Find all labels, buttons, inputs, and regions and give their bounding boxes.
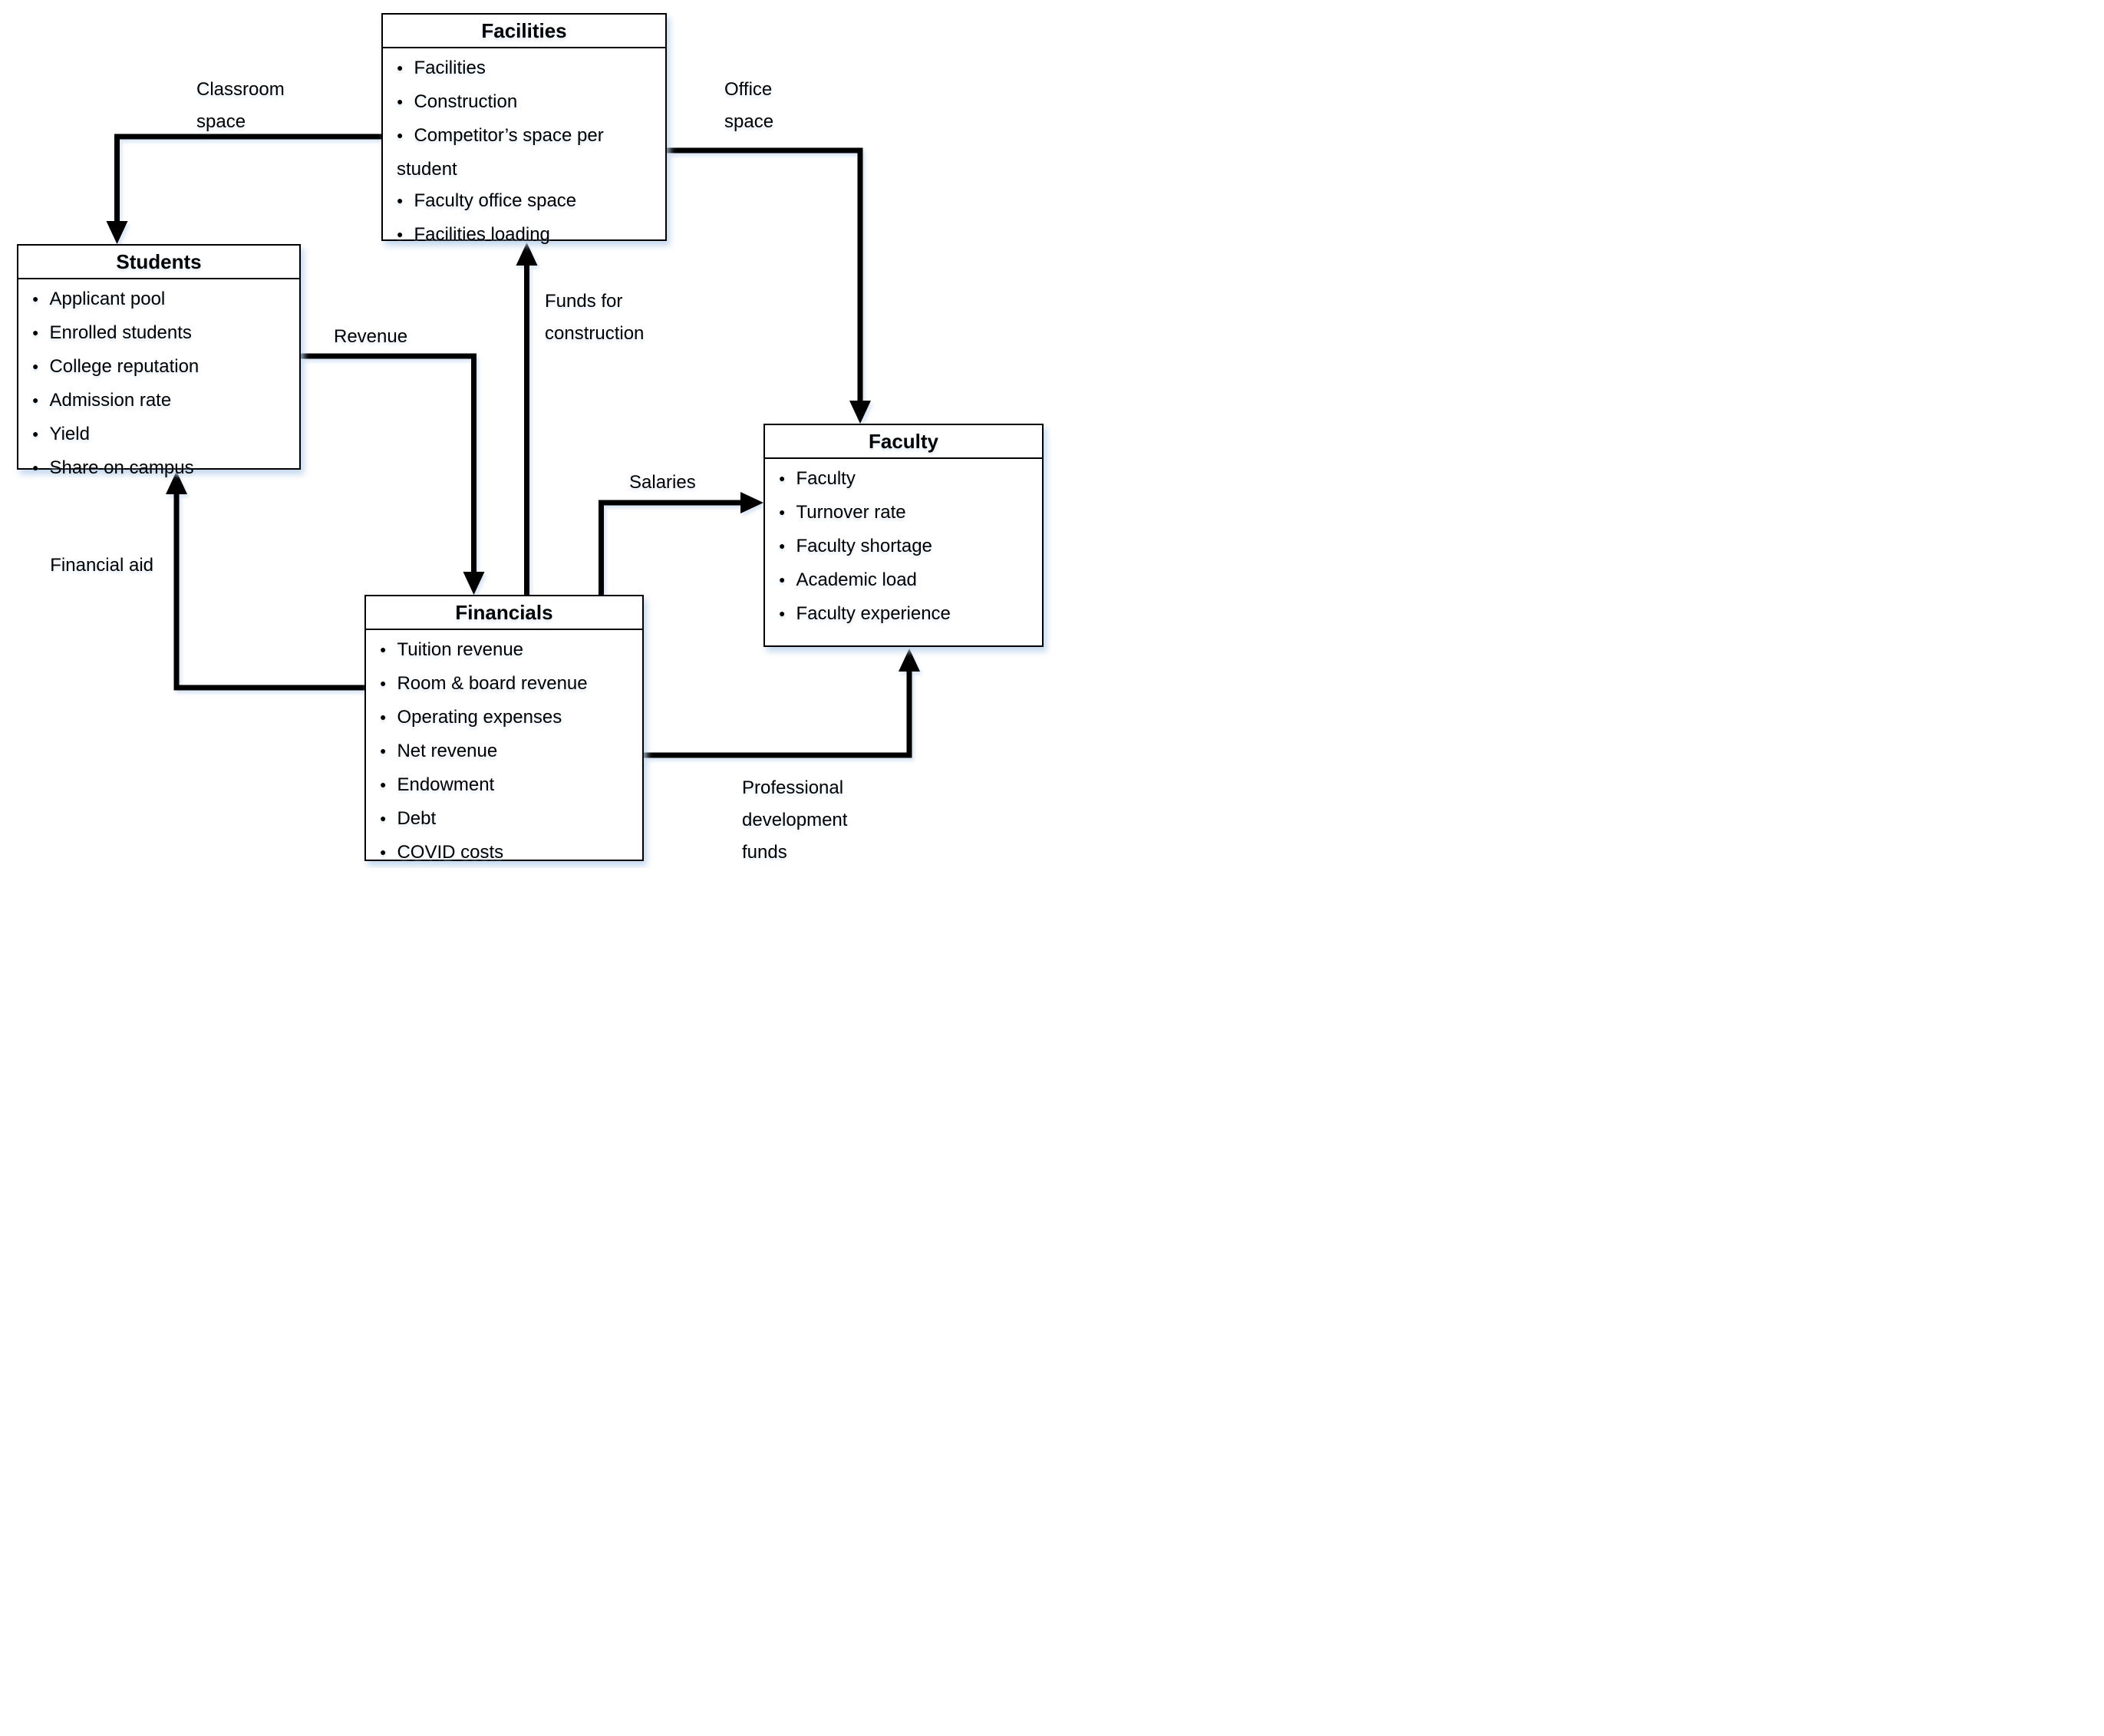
list-item: Competitor’s space per student [397, 120, 659, 185]
facilities-box: Facilities Facilities Construction Compe… [381, 13, 667, 245]
list-item: Construction [397, 86, 659, 120]
list-item: Faculty office space [397, 185, 659, 219]
list-item: College reputation [32, 351, 293, 384]
list-item: Faculty [779, 463, 1036, 497]
flow-label-funds-for-construction: Funds for construction [545, 291, 645, 344]
office-space-arrowhead [849, 401, 871, 424]
faculty-box-items: Faculty Turnover rate Faculty shortage A… [765, 459, 1042, 632]
flow-label-office-space: Office space [724, 79, 774, 132]
professional-development-funds-arrowhead [899, 649, 920, 672]
revenue-arrowhead [463, 572, 485, 595]
list-item: Tuition revenue [380, 634, 636, 668]
list-item: Yield [32, 418, 293, 452]
flow-label-professional-development-funds: Professional development funds [742, 777, 848, 863]
list-item: Faculty shortage [779, 530, 1036, 564]
revenue-arrow-line [301, 353, 477, 573]
flow-label-financial-aid: Financial aid [50, 555, 153, 576]
classroom-space-arrow-line [114, 134, 384, 223]
classroom-space-arrowhead [106, 221, 128, 244]
list-item: Share on campus [32, 452, 293, 486]
list-item: COVID costs [380, 837, 636, 868]
list-item: Faculty experience [779, 598, 1036, 632]
salaries-arrowhead [740, 492, 763, 513]
list-item: Endowment [380, 769, 636, 803]
financials-box-items: Tuition revenue Room & board revenue Ope… [366, 630, 642, 868]
list-item: Debt [380, 803, 636, 837]
salaries-arrow-line [599, 500, 742, 595]
flow-label-salaries: Salaries [629, 472, 696, 493]
flow-label-revenue: Revenue [334, 326, 408, 347]
students-box: Students Applicant pool Enrolled student… [17, 244, 301, 478]
office-space-arrow-line [667, 147, 863, 402]
list-item: Net revenue [380, 735, 636, 769]
diagram-canvas: Facilities Facilities Construction Compe… [0, 0, 1052, 868]
faculty-box-title: Faculty [765, 425, 1042, 459]
list-item: Turnover rate [779, 497, 1036, 530]
professional-development-funds-arrow-line [643, 670, 912, 758]
financials-box: Financials Tuition revenue Room & board … [364, 595, 644, 863]
list-item: Academic load [779, 564, 1036, 598]
list-item: Applicant pool [32, 283, 293, 317]
faculty-box: Faculty Faculty Turnover rate Faculty sh… [763, 424, 1044, 647]
financials-box-title: Financials [366, 596, 642, 630]
list-item: Admission rate [32, 384, 293, 418]
list-item: Room & board revenue [380, 668, 636, 701]
students-box-items: Applicant pool Enrolled students College… [18, 279, 299, 486]
list-item: Enrolled students [32, 317, 293, 351]
financial-aid-arrow-line [173, 493, 364, 691]
list-item: Operating expenses [380, 701, 636, 735]
list-item: Facilities loading [397, 219, 659, 252]
list-item: Facilities [397, 52, 659, 86]
flow-label-classroom-space: Classroom space [196, 79, 285, 132]
students-box-title: Students [18, 246, 299, 279]
facilities-box-items: Facilities Construction Competitor’s spa… [383, 48, 665, 252]
facilities-box-title: Facilities [383, 15, 665, 48]
